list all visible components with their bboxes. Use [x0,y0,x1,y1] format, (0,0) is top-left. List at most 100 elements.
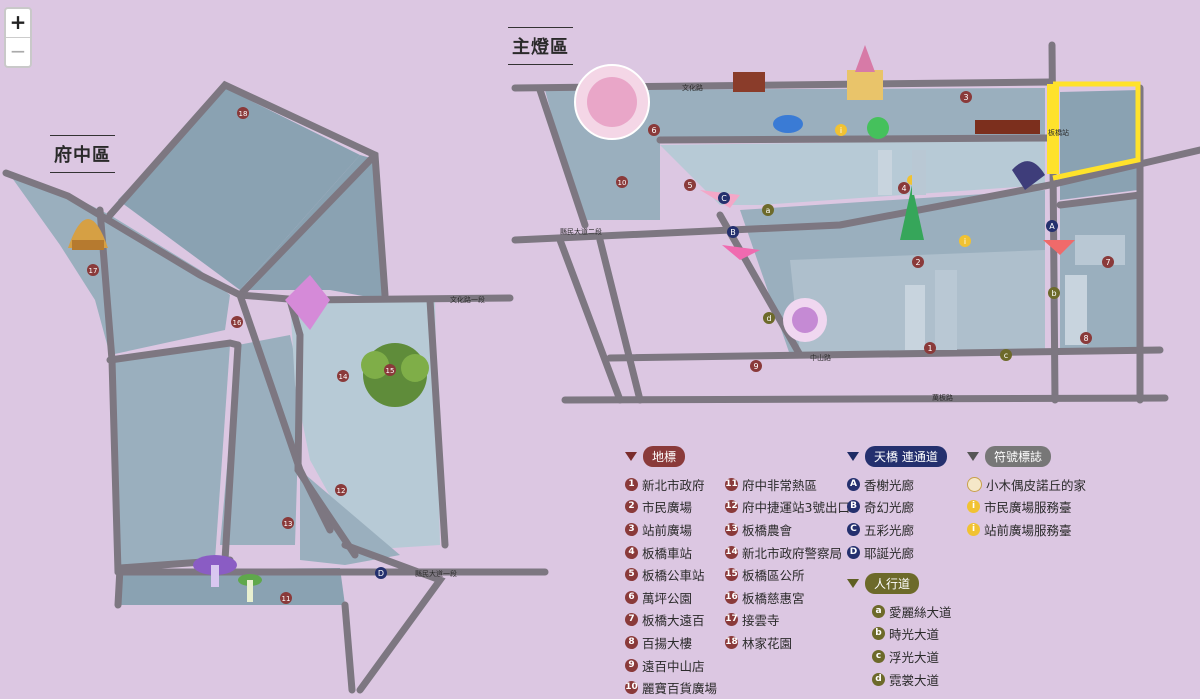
zoom-in-button[interactable]: + [9,10,27,34]
pinocchio-icon [967,476,982,492]
disney-princess-icon [574,64,650,140]
legend-item-label: 萬坪公園 [642,590,693,606]
marker-9: 9 [750,360,762,372]
marker-15: 15 [384,364,396,376]
banqiao-station-marker [1047,84,1059,174]
legend-item-label: 小木偶皮諾丘的家 [986,477,1087,493]
triangle-icon [967,452,979,461]
svg-text:9: 9 [753,362,758,371]
info-markers[interactable]: i i [835,124,971,247]
legend-item-label: 香榭光廊 [864,477,915,493]
train-icon [733,72,1040,134]
tree-decoration [361,115,924,407]
number-badge: 5 [625,568,638,582]
zoom-out-button[interactable]: − [6,37,30,66]
bridge-markers[interactable]: A B C D [375,192,1058,579]
legend-item-label: 愛麗絲大道 [889,604,952,620]
letter-badge: b [872,627,885,641]
marker-3: 3 [960,91,972,103]
number-badge: 6 [625,590,638,604]
marker-7: 7 [1102,256,1114,268]
marker-8: 8 [1080,332,1092,344]
legend-skybridge-title: 天橋 連通道 [865,446,947,467]
area-title-main: 主燈區 [508,27,573,65]
marker-A: A [1046,220,1058,232]
triangle-icon [847,452,859,461]
letter-badge: d [872,672,885,686]
legend-item-label: 耶誕光廊 [864,545,915,561]
legend-item-label: 站前廣場 [642,522,693,538]
marker-18: 18 [237,107,249,119]
legend-item: i 站前廣場服務臺 [967,518,1086,541]
marker-d: d [763,312,775,324]
svg-text:1: 1 [927,344,932,353]
zoom-control[interactable]: + − [4,7,32,68]
svg-text:5: 5 [687,181,692,190]
number-badge: 15 [725,568,739,582]
svg-text:d: d [766,314,771,323]
letter-badge: A [847,477,860,491]
number-badge: 10 [625,681,638,695]
legend-item-label: 市民廣場 [642,500,693,516]
svg-text:7: 7 [1105,258,1110,267]
info-icon: i [835,124,847,136]
road-wenhua1: 文化路一段 [450,295,485,304]
road-zhongshan: 中山路 [810,353,831,362]
marker-a: a [762,204,774,216]
legend-item-label: 板橋區公所 [742,568,805,584]
number-badge: 16 [725,590,739,604]
svg-text:B: B [730,228,736,237]
legend-item-label: 站前廣場服務臺 [984,522,1072,538]
legend-item: D 耶誕光廊 [847,541,947,564]
legend-walkway-title: 人行道 [865,573,920,594]
legend-item: 7 板橋大遠百 [625,609,717,632]
walkway-markers[interactable]: a b c d [762,204,1060,361]
number-badge: 12 [725,500,739,514]
svg-text:C: C [721,194,727,203]
svg-text:a: a [766,206,771,215]
legend-item-label: 府中捷運站3號出口 [742,500,850,516]
legend-item-label: 市民廣場服務臺 [984,500,1072,516]
number-badge: 11 [725,477,739,491]
svg-text:i: i [964,237,966,246]
letter-badge: D [847,545,860,559]
marker-17: 17 [87,264,99,276]
road-wanban: 萬板路 [932,393,953,402]
info-icon: i [967,522,980,536]
landmark-markers[interactable]: 1 2 3 4 5 6 7 8 9 10 11 12 13 14 15 16 1… [87,91,1114,604]
svg-text:12: 12 [337,487,346,495]
legend-item-label: 接雲寺 [742,613,780,629]
svg-text:D: D [378,569,384,578]
number-badge: 3 [625,522,638,536]
legend-symbols-title: 符號標誌 [985,446,1052,467]
legend-item-label: 府中非常熱區 [742,477,818,493]
mushroom-icon [193,555,262,602]
marker-11: 11 [280,592,292,604]
marker-b: b [1048,287,1060,299]
svg-text:i: i [840,126,842,135]
alice-icon [783,298,827,342]
marker-16: 16 [231,316,243,328]
marker-4: 4 [898,182,910,194]
number-badge: 14 [725,545,739,559]
station-label: 板橋站 [1048,128,1069,137]
marker-c: c [1000,349,1012,361]
legend-item-label: 板橋大遠百 [642,613,705,629]
building-icon [878,150,1125,350]
number-badge: 7 [625,613,638,627]
svg-text:2: 2 [915,258,920,267]
legend-item-label: 板橋車站 [642,545,693,561]
svg-text:14: 14 [339,373,348,381]
number-badge: 13 [725,522,739,536]
